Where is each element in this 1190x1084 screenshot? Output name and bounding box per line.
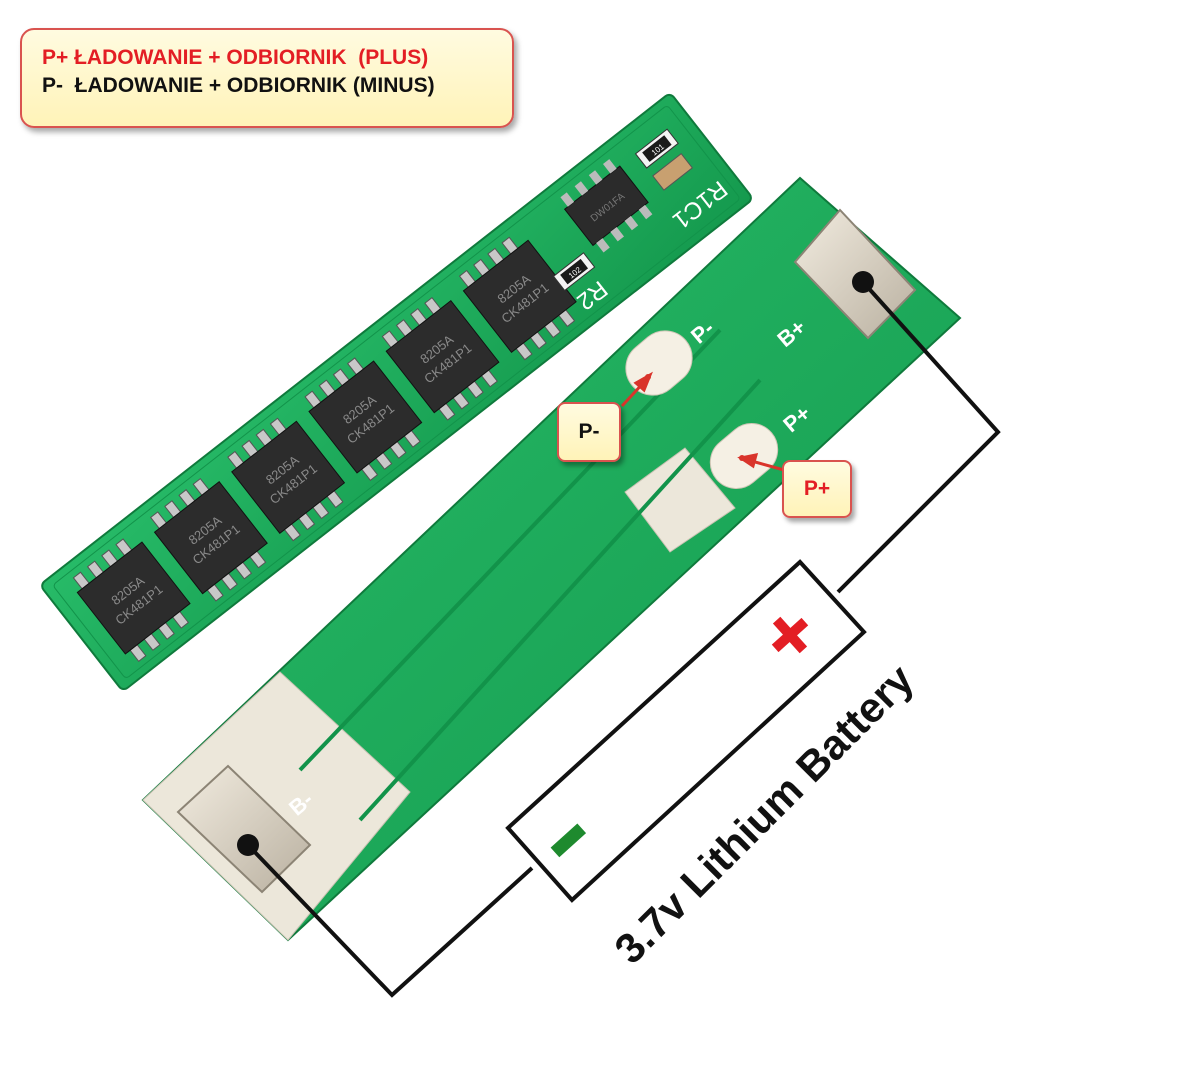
b-plus-wire-dot	[852, 271, 874, 293]
mosfet-chip-row: 8205ACK481P18205ACK481P18205ACK481P18205…	[72, 236, 577, 663]
resistor-101: 101	[634, 128, 679, 169]
chip-body	[308, 360, 423, 474]
chip-body	[385, 299, 500, 414]
battery-minus-symbol	[550, 823, 587, 858]
battery-plus-symbol	[771, 616, 809, 654]
negative-wire	[246, 843, 534, 998]
positive-wire	[836, 280, 1001, 594]
p-minus-callout: P-	[557, 402, 621, 462]
battery-cell	[505, 559, 867, 903]
chip-body	[76, 541, 191, 655]
chip-body	[153, 480, 268, 595]
b-minus-wire-dot	[237, 834, 259, 856]
battery-wiring	[246, 280, 1001, 998]
protection-board-components-side: 8205ACK481P18205ACK481P18205ACK481P18205…	[41, 93, 752, 691]
chip-body	[231, 420, 346, 535]
legend-line-plus: P+ ŁADOWANIE + ODBIORNIK (PLUS)	[42, 46, 429, 69]
legend-box: P+ ŁADOWANIE + ODBIORNIK (PLUS) P- ŁADOW…	[20, 28, 514, 128]
chip-body	[462, 239, 577, 353]
legend-line-minus: P- ŁADOWANIE + ODBIORNIK (MINUS)	[42, 74, 435, 97]
capacitor	[652, 153, 693, 191]
resistor-102: 102	[552, 252, 596, 292]
p-minus-point	[645, 374, 651, 380]
p-plus-callout: P+	[782, 460, 852, 518]
p-plus-point	[739, 455, 745, 461]
protection-ic: DW01FA	[560, 159, 653, 253]
